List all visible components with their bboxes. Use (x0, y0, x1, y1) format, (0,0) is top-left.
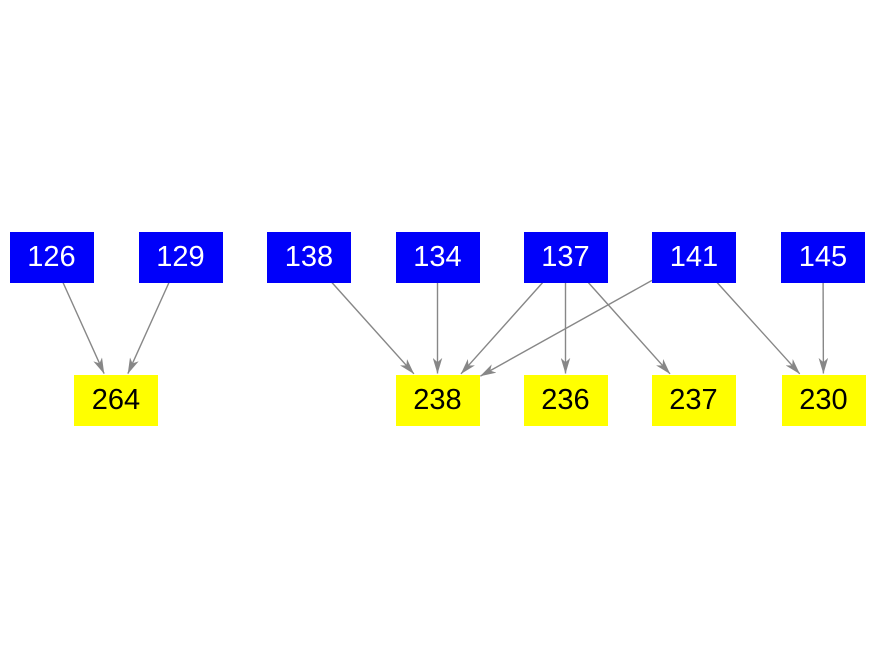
node-label: 134 (413, 240, 462, 273)
graph-node-129: 129 (138, 231, 223, 283)
node-label: 137 (541, 240, 590, 273)
node-label: 141 (669, 240, 719, 273)
graph-node-126: 126 (9, 231, 94, 283)
graph-node-138: 138 (267, 231, 351, 283)
graph-node-137: 137 (523, 231, 608, 283)
edge-137-237 (587, 282, 671, 375)
graph-node-134: 134 (395, 231, 480, 283)
graph-node-236: 236 (523, 374, 608, 426)
graph-node-237: 237 (651, 374, 736, 426)
edge-137-238 (460, 282, 544, 375)
node-label: 129 (156, 240, 205, 273)
graph-node-141: 141 (652, 231, 736, 283)
node-label: 138 (284, 240, 334, 273)
graph-node-230: 230 (781, 374, 866, 426)
node-label: 236 (541, 383, 590, 416)
edge-129-264 (127, 282, 170, 374)
node-label: 264 (91, 383, 141, 416)
node-label: 145 (798, 240, 848, 273)
graph-node-145: 145 (781, 231, 865, 283)
node-label: 126 (27, 240, 76, 273)
node-label: 230 (799, 383, 848, 416)
node-label: 238 (413, 383, 462, 416)
graph-node-264: 264 (74, 374, 158, 426)
edge-141-238 (480, 279, 653, 377)
edge-141-230 (716, 282, 801, 375)
graph-node-238: 238 (395, 374, 480, 426)
edge-138-238 (331, 282, 415, 375)
node-label: 237 (669, 383, 718, 416)
edge-126-264 (62, 282, 105, 374)
